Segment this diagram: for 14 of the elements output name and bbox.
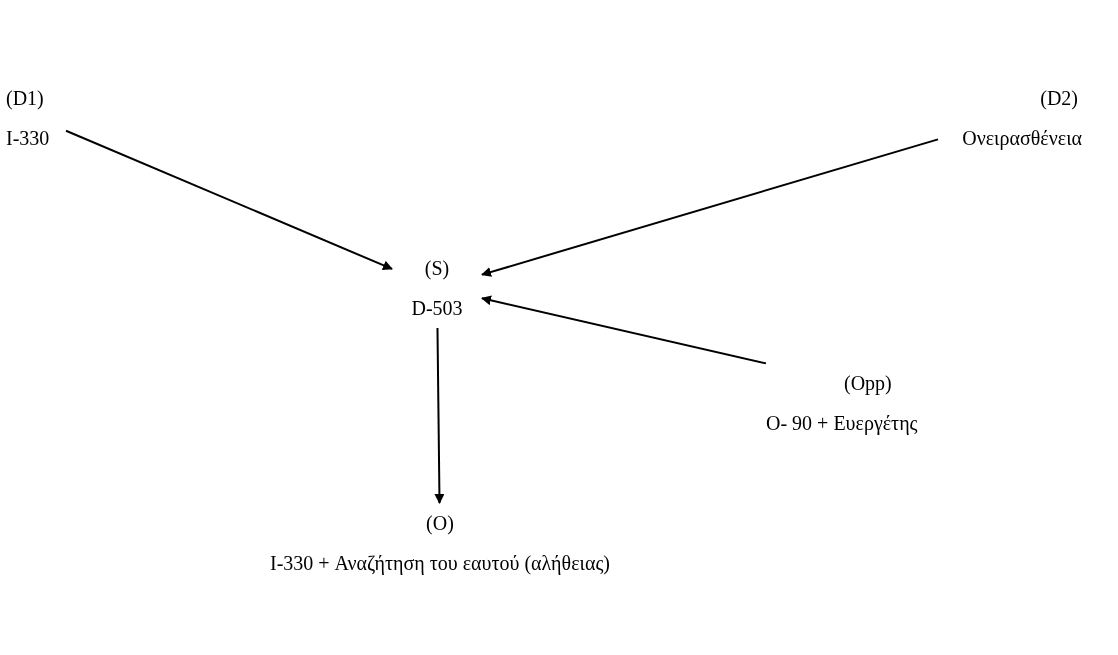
role-label: (O) — [425, 511, 455, 537]
role-label: (Opp) — [843, 371, 893, 397]
role-label: (S) — [423, 256, 451, 282]
role-label: (D2) — [1039, 86, 1079, 112]
actant-label: D-503 — [410, 296, 464, 321]
actant-label: Ονειρασθένεια — [961, 126, 1082, 152]
actant-label: I-330 + Αναζήτηση του εαυτού (αλήθειας) — [269, 551, 611, 577]
arrow — [481, 138, 939, 277]
arrow — [434, 327, 445, 504]
role-label: (D1) — [6, 86, 45, 112]
actant-label: I-330 — [6, 126, 51, 151]
arrow — [65, 129, 393, 270]
actant-label: O- 90 + Ευεργέτης — [766, 411, 919, 437]
arrow — [481, 295, 767, 365]
